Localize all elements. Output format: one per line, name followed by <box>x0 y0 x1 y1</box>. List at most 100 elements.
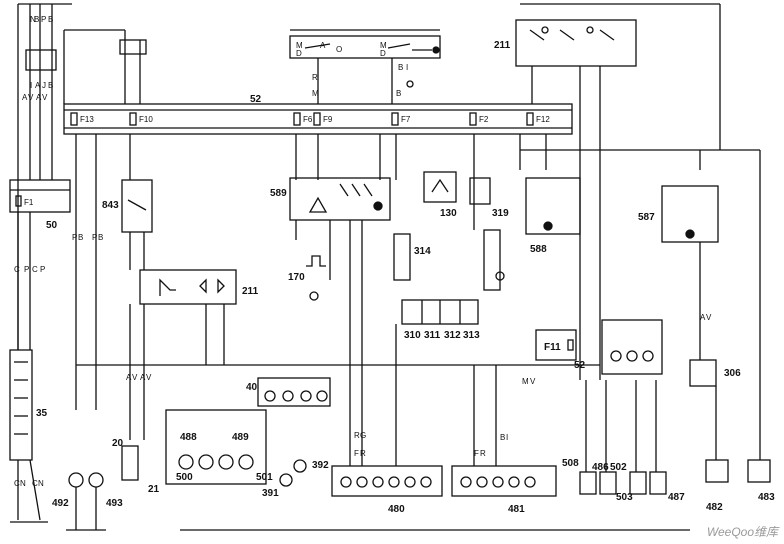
label-500: 500 <box>176 472 193 483</box>
component-35 <box>9 349 33 461</box>
wire-code: I <box>30 81 32 90</box>
label-488: 488 <box>180 432 197 443</box>
wire-code: P <box>41 15 46 24</box>
label-502: 502 <box>610 462 627 473</box>
switch-211-mid <box>139 269 237 305</box>
fuse-label-f7: F7 <box>401 115 411 124</box>
wire-code: N <box>30 15 36 24</box>
switch-211-top <box>515 19 637 67</box>
module-50 <box>9 179 71 213</box>
wire-code: C <box>14 479 20 488</box>
label-311: 311 <box>424 330 441 341</box>
wire-code: A <box>126 373 132 382</box>
wire-code: M <box>312 89 319 98</box>
lamp-block-480 <box>331 465 443 497</box>
fuse-f6: F6 <box>293 112 313 126</box>
lamp-483 <box>747 459 771 483</box>
wire-code: M <box>380 41 387 50</box>
wire-code: B <box>398 63 403 72</box>
wire-code: P <box>92 233 97 242</box>
label-35: 35 <box>36 408 48 419</box>
label-588: 588 <box>530 244 547 255</box>
fuse-label-f11: F11 <box>544 342 561 353</box>
wire-code: R <box>360 449 366 458</box>
fuse-f11-box <box>535 329 577 361</box>
wire-code: P <box>40 265 45 274</box>
label-319: 319 <box>492 208 509 219</box>
fuse-f2: F2 <box>469 112 489 126</box>
wire-code: I <box>406 63 408 72</box>
label-503: 503 <box>616 492 633 503</box>
label-489: 489 <box>232 432 249 443</box>
fuse-label-f6: F6 <box>303 115 313 124</box>
wire-code: V <box>706 313 712 322</box>
wire-code: C <box>32 479 38 488</box>
wire-code: M <box>522 377 529 386</box>
module-314 <box>393 233 411 281</box>
wire-code: F <box>474 449 479 458</box>
label-306: 306 <box>724 368 741 379</box>
horn-icon <box>432 46 440 54</box>
label-20: 20 <box>112 438 124 449</box>
wire-code: B <box>48 15 53 24</box>
label-40: 40 <box>246 382 258 393</box>
fuse-label-f12: F12 <box>536 115 550 124</box>
label-314: 314 <box>414 246 431 257</box>
label-501: 501 <box>256 472 273 483</box>
label-480: 480 <box>388 504 405 515</box>
label-130: 130 <box>440 208 457 219</box>
label-211-mid: 211 <box>242 286 259 297</box>
wire-code: A <box>140 373 146 382</box>
lamp-493 <box>88 472 104 488</box>
wire-code: V <box>28 93 34 102</box>
warning-icon <box>308 196 328 213</box>
wire-code: F <box>354 449 359 458</box>
wire-code: J <box>42 81 46 90</box>
wire-code: D <box>296 49 302 58</box>
wire-code: P <box>72 233 77 242</box>
label-310: 310 <box>404 330 421 341</box>
label-487: 487 <box>668 492 685 503</box>
wire-code: I <box>506 433 508 442</box>
label-483: 483 <box>758 492 775 503</box>
module-130 <box>423 171 457 203</box>
label-391: 391 <box>262 488 279 499</box>
wire-code: C <box>32 265 38 274</box>
wire-code: V <box>132 373 138 382</box>
lamp-cluster-40 <box>257 377 331 407</box>
label-482: 482 <box>706 502 723 513</box>
wire-code: C <box>14 265 20 274</box>
lamp-block-481 <box>451 465 557 497</box>
label-312: 312 <box>444 330 461 341</box>
wire-code: B <box>396 89 401 98</box>
label-211-top: 211 <box>494 40 511 51</box>
switch-587 <box>661 185 719 243</box>
label-481: 481 <box>508 504 525 515</box>
fuse-label-f9: F9 <box>323 115 333 124</box>
module-319 <box>469 177 491 205</box>
ignition-switch <box>289 35 441 59</box>
wire-code: A <box>36 93 42 102</box>
label-52: 52 <box>250 94 262 105</box>
wire-code: B <box>78 233 83 242</box>
label-21: 21 <box>148 484 160 495</box>
fuse-label-f13: F13 <box>80 115 94 124</box>
fuse-f9: F9 <box>313 112 333 126</box>
fuse-f7: F7 <box>391 112 411 126</box>
wire-code: B <box>500 433 505 442</box>
wire-code: R <box>312 73 318 82</box>
wire-code: O <box>336 45 342 54</box>
label-492: 492 <box>52 498 69 509</box>
label-313: 313 <box>463 330 480 341</box>
watermark: WeeQoo维库 <box>706 525 778 539</box>
lamp-482 <box>705 459 729 483</box>
fuse-f13: F13 <box>70 112 94 126</box>
wire-code: V <box>42 93 48 102</box>
label-486: 486 <box>592 462 609 473</box>
label-493: 493 <box>106 498 123 509</box>
wire-code: N <box>20 479 26 488</box>
wire-code: M <box>296 41 303 50</box>
relay-306 <box>689 359 717 387</box>
wire-code: B <box>48 81 53 90</box>
